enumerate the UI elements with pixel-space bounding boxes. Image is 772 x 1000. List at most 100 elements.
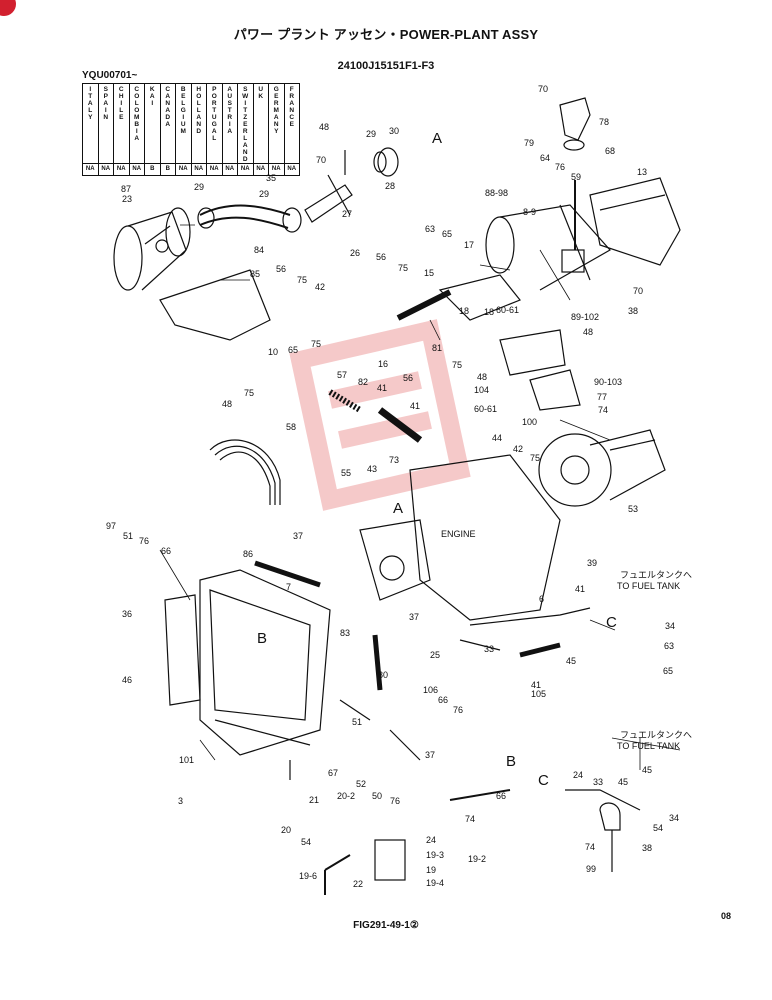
part-callout: 18 bbox=[459, 306, 469, 316]
part-callout: 37 bbox=[293, 531, 303, 541]
intake-hose-84 bbox=[197, 204, 302, 233]
part-callout: 48 bbox=[222, 399, 232, 409]
part-callout: 54 bbox=[301, 837, 311, 847]
part-callout: 81 bbox=[432, 343, 442, 353]
part-callout: 41 bbox=[410, 401, 420, 411]
part-callout: 101 bbox=[179, 755, 194, 765]
part-callout: 42 bbox=[315, 282, 325, 292]
country-code-cell: NA bbox=[283, 163, 300, 176]
part-callout: 37 bbox=[409, 612, 419, 622]
part-callout: 97 bbox=[106, 521, 116, 531]
part-callout: 75 bbox=[530, 453, 540, 463]
part-callout: 41 bbox=[531, 680, 541, 690]
spring-82 bbox=[328, 389, 362, 413]
fuel-line-34 bbox=[469, 607, 591, 626]
bracket-left bbox=[159, 269, 271, 341]
part-callout: 66 bbox=[438, 695, 448, 705]
part-callout: 82 bbox=[358, 377, 368, 387]
part-callout: 68 bbox=[605, 146, 615, 156]
part-callout: 75 bbox=[452, 360, 462, 370]
part-callout: 29 bbox=[194, 182, 204, 192]
part-callout: 8-9 bbox=[523, 207, 536, 217]
ref-letter: B bbox=[506, 753, 516, 770]
part-callout: 106 bbox=[423, 685, 438, 695]
country-code-cell: NA bbox=[97, 163, 114, 176]
part-callout: 22 bbox=[353, 879, 363, 889]
part-callout: 38 bbox=[642, 843, 652, 853]
part-callout: 48 bbox=[583, 327, 593, 337]
part-callout: 36 bbox=[122, 609, 132, 619]
wiring-harness-100 bbox=[209, 439, 281, 505]
part-callout: 75 bbox=[311, 339, 321, 349]
part-callout: 16 bbox=[378, 359, 388, 369]
part-callout: 20-2 bbox=[337, 791, 355, 801]
hose-105 bbox=[519, 642, 561, 658]
part-callout: 105 bbox=[531, 689, 546, 699]
part-callout: 15 bbox=[424, 268, 434, 278]
part-callout: 44 bbox=[492, 433, 502, 443]
part-callout: 7 bbox=[286, 582, 291, 592]
part-callout: 52 bbox=[356, 779, 366, 789]
fuel-tank-note-2: フュエルタンクへ TO FUEL TANK bbox=[617, 730, 692, 751]
part-callout: 75 bbox=[244, 388, 254, 398]
part-callout: 34 bbox=[669, 813, 679, 823]
part-callout: 38 bbox=[628, 306, 638, 316]
part-callout: 18 bbox=[484, 307, 494, 317]
part-callout: 74 bbox=[598, 405, 608, 415]
part-callout: 60-61 bbox=[496, 305, 519, 315]
country-code-cell: NA bbox=[221, 163, 238, 176]
part-callout: 24 bbox=[573, 770, 583, 780]
shroud-46 bbox=[164, 594, 201, 706]
bracket-89 bbox=[499, 329, 566, 376]
engine-label: ENGINE bbox=[441, 529, 476, 539]
part-callout: 60-61 bbox=[474, 404, 497, 414]
part-callout: 45 bbox=[642, 765, 652, 775]
hydraulic-pump bbox=[538, 429, 666, 507]
part-callout: 27 bbox=[342, 209, 352, 219]
part-callout: 83 bbox=[340, 628, 350, 638]
part-callout: 10 bbox=[268, 347, 278, 357]
part-callout: 43 bbox=[367, 464, 377, 474]
part-callout: 84 bbox=[254, 245, 264, 255]
part-callout: 63 bbox=[664, 641, 674, 651]
part-callout: 65 bbox=[442, 229, 452, 239]
engine-block bbox=[359, 454, 561, 621]
tube-22 bbox=[324, 854, 351, 895]
ref-letter: C bbox=[538, 772, 549, 789]
part-callout: 89-102 bbox=[571, 312, 599, 322]
part-callout: 48 bbox=[477, 372, 487, 382]
part-callout: 39 bbox=[587, 558, 597, 568]
bracket-15 bbox=[438, 274, 521, 321]
part-callout: 29 bbox=[366, 129, 376, 139]
part-callout: 65 bbox=[288, 345, 298, 355]
part-callout: 50 bbox=[372, 791, 382, 801]
figure-number: FIG291-49-1② bbox=[353, 920, 419, 931]
air-cleaner bbox=[113, 207, 191, 291]
part-callout: 99 bbox=[586, 864, 596, 874]
part-callout: 17 bbox=[464, 240, 474, 250]
part-callout: 79 bbox=[524, 138, 534, 148]
part-callout: 19-2 bbox=[468, 854, 486, 864]
part-callout: 19-6 bbox=[299, 871, 317, 881]
part-callout: 45 bbox=[618, 777, 628, 787]
part-callout: 28 bbox=[385, 181, 395, 191]
fuel-tank-note-en: TO FUEL TANK bbox=[617, 741, 680, 751]
part-callout: 59 bbox=[571, 172, 581, 182]
fuel-tank-note-jp: フュエルタンクへ bbox=[620, 570, 692, 580]
part-callout: 76 bbox=[453, 705, 463, 715]
muffler bbox=[485, 180, 611, 291]
part-callout: 80 bbox=[378, 670, 388, 680]
part-callout: 25 bbox=[430, 650, 440, 660]
part-callout: 56 bbox=[276, 264, 286, 274]
part-callout: 48 bbox=[319, 122, 329, 132]
part-callout: 104 bbox=[474, 385, 489, 395]
part-callout: 85 bbox=[250, 269, 260, 279]
bracket-90 bbox=[529, 369, 581, 411]
part-callout: 32 bbox=[0, 0, 10, 2]
part-callout: 19 bbox=[426, 865, 436, 875]
part-callout: 87 bbox=[121, 184, 131, 194]
